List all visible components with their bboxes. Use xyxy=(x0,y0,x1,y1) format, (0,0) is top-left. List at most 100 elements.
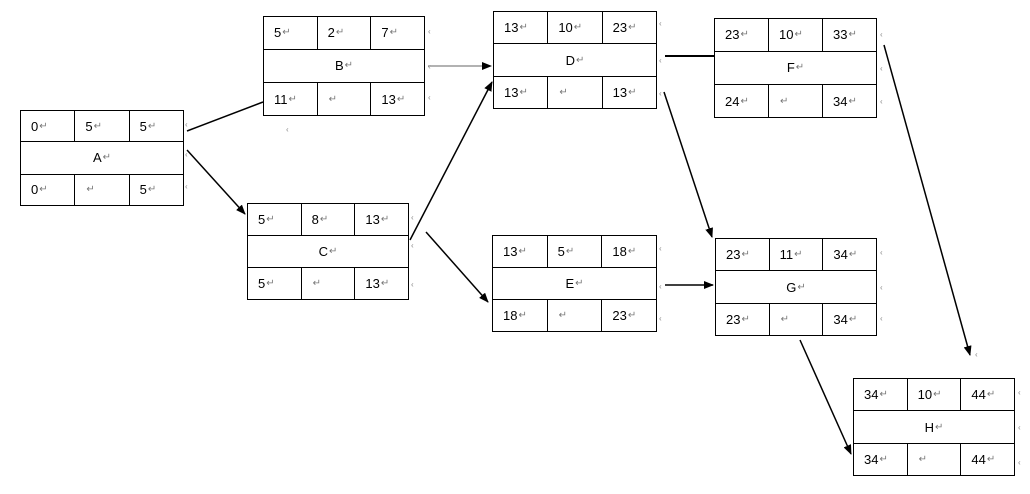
paragraph-mark-icon: ‹ xyxy=(185,150,188,159)
node-top-row: 23↵10↵33↵ xyxy=(715,19,876,52)
early-finish-value: 5 xyxy=(139,118,147,134)
node-bottom-row: 23↵↵34↵ xyxy=(716,303,876,335)
return-mark-icon: ↵ xyxy=(558,310,568,322)
late-finish-value: 34 xyxy=(833,93,848,109)
return-mark-icon: ↵ xyxy=(518,310,527,322)
node-bottom-row: 0↵↵5↵ xyxy=(21,173,183,205)
paragraph-mark-icon: ‹ xyxy=(411,241,414,250)
return-mark-icon: ↵ xyxy=(389,27,398,39)
activity-node-b: 5↵2↵7↵B↵11↵↵13↵ xyxy=(263,16,425,116)
late-start-value: 0 xyxy=(31,182,39,198)
node-bottom-row: 24↵↵34↵ xyxy=(715,84,876,117)
late-start: 13↵ xyxy=(494,77,549,108)
return-mark-icon: ↵ xyxy=(627,310,637,322)
return-mark-icon: ↵ xyxy=(794,29,803,41)
duration-value: 5 xyxy=(557,243,565,259)
early-finish-value: 33 xyxy=(833,27,848,43)
early-finish-value: 44 xyxy=(971,387,986,402)
late-finish: 23↵ xyxy=(602,300,656,331)
paragraph-mark-icon: ‹ xyxy=(659,19,662,28)
late-start: 5↵ xyxy=(248,268,302,299)
return-mark-icon: ↵ xyxy=(879,389,888,400)
activity-node-d: 13↵10↵23↵D↵13↵↵13↵ xyxy=(493,11,657,109)
node-bottom-row: 5↵↵13↵ xyxy=(248,267,408,299)
paragraph-mark-icon: ‹ xyxy=(975,350,978,359)
node-top-row: 23↵11↵34↵ xyxy=(716,239,876,271)
late-finish: 13↵ xyxy=(371,83,424,115)
early-start-value: 23 xyxy=(726,247,741,262)
paragraph-mark-icon: ‹ xyxy=(1018,423,1021,432)
early-finish: 44↵ xyxy=(961,379,1014,410)
activity-node-f: 23↵10↵33↵F↵24↵↵34↵ xyxy=(714,18,877,118)
arrow-d-g xyxy=(663,91,713,238)
late-start-value: 11 xyxy=(274,91,288,107)
node-bottom-row: 34↵↵44↵ xyxy=(854,443,1014,475)
early-start: 34↵ xyxy=(854,379,908,410)
node-top-row: 13↵5↵18↵ xyxy=(493,236,656,268)
early-finish: 13↵ xyxy=(355,204,408,235)
paragraph-mark-icon: ‹ xyxy=(880,30,883,39)
duration: 11↵ xyxy=(770,239,824,270)
slack: ↵ xyxy=(908,444,962,475)
return-mark-icon: ↵ xyxy=(935,421,944,433)
return-mark-icon: ↵ xyxy=(848,314,858,325)
return-mark-icon: ↵ xyxy=(329,245,338,257)
activity-label: B xyxy=(334,58,344,74)
late-start-value: 18 xyxy=(503,308,518,324)
return-mark-icon: ↵ xyxy=(102,152,112,164)
early-start-value: 23 xyxy=(725,27,740,43)
late-finish-value: 34 xyxy=(833,312,848,327)
duration-value: 8 xyxy=(311,211,319,227)
return-mark-icon: ↵ xyxy=(986,454,996,465)
activity-label: E xyxy=(565,275,575,291)
early-start-value: 34 xyxy=(864,387,879,402)
slack: ↵ xyxy=(75,174,130,205)
return-mark-icon: ↵ xyxy=(519,22,528,33)
late-start-value: 13 xyxy=(504,85,519,100)
early-finish-value: 34 xyxy=(833,247,848,262)
return-mark-icon: ↵ xyxy=(573,22,583,33)
return-mark-icon: ↵ xyxy=(575,277,584,289)
paragraph-mark-icon: ‹ xyxy=(411,213,414,222)
return-mark-icon: ↵ xyxy=(848,95,857,107)
late-start: 11↵ xyxy=(264,83,318,115)
early-finish: 7↵ xyxy=(371,17,424,49)
activity-name: H↵ xyxy=(854,411,1014,443)
return-mark-icon: ↵ xyxy=(380,213,390,225)
early-finish: 18↵ xyxy=(602,236,656,267)
early-start-value: 13 xyxy=(503,243,518,259)
paragraph-mark-icon: ‹ xyxy=(659,282,662,291)
early-finish: 5↵ xyxy=(130,111,183,141)
late-finish: 34↵ xyxy=(823,85,876,117)
return-mark-icon: ↵ xyxy=(918,454,928,465)
return-mark-icon: ↵ xyxy=(933,389,942,400)
activity-name: F↵ xyxy=(715,52,876,85)
early-finish: 33↵ xyxy=(823,19,876,51)
activity-name: D↵ xyxy=(494,44,656,76)
node-bottom-row: 11↵↵13↵ xyxy=(264,82,424,115)
early-finish: 23↵ xyxy=(603,12,656,43)
late-finish-value: 13 xyxy=(381,91,396,107)
late-finish-value: 13 xyxy=(365,276,380,292)
return-mark-icon: ↵ xyxy=(848,29,857,41)
early-start-value: 13 xyxy=(504,20,519,35)
duration-value: 2 xyxy=(327,25,335,41)
return-mark-icon: ↵ xyxy=(319,213,329,225)
duration: 10↵ xyxy=(548,12,603,43)
late-start-value: 5 xyxy=(258,276,266,292)
paragraph-mark-icon: ‹ xyxy=(880,283,883,292)
early-finish-value: 13 xyxy=(365,211,380,227)
return-mark-icon: ↵ xyxy=(518,245,527,257)
return-mark-icon: ↵ xyxy=(780,95,789,107)
activity-node-c: 5↵8↵13↵C↵5↵↵13↵ xyxy=(247,203,409,300)
return-mark-icon: ↵ xyxy=(740,95,749,107)
slack: ↵ xyxy=(770,304,824,335)
node-top-row: 5↵2↵7↵ xyxy=(264,17,424,50)
return-mark-icon: ↵ xyxy=(797,281,806,293)
duration-value: 10 xyxy=(917,387,933,402)
slack: ↵ xyxy=(318,83,372,115)
late-finish-value: 23 xyxy=(612,308,627,324)
arrow-a-b xyxy=(186,101,264,132)
activity-node-e: 13↵5↵18↵E↵18↵↵23↵ xyxy=(492,235,657,332)
return-mark-icon: ↵ xyxy=(266,213,275,225)
